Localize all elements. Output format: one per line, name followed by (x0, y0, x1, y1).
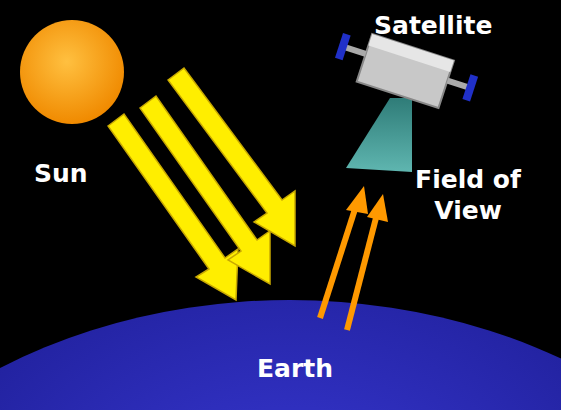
sun-rays (108, 68, 295, 300)
field-of-view-cone (346, 98, 412, 172)
field-of-view-label: Field of View (398, 164, 538, 227)
reflected-rays (320, 186, 388, 330)
sun (20, 20, 124, 124)
sun-label: Sun (34, 158, 88, 189)
earth (0, 300, 561, 410)
earth-label: Earth (257, 353, 333, 384)
satellite-label: Satellite (374, 10, 492, 41)
